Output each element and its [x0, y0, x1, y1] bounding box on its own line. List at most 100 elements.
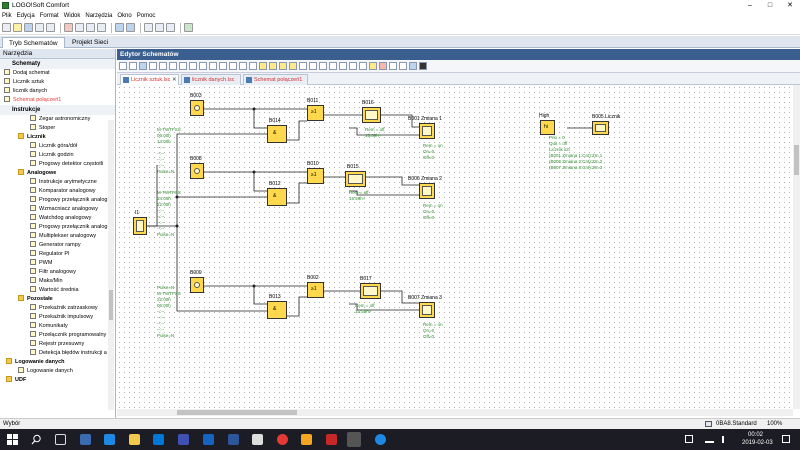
- tree-item[interactable]: Przekaźnik zatrzaskowy: [0, 304, 115, 313]
- simulation-icon[interactable]: [379, 62, 387, 70]
- scrollbar-thumb[interactable]: [794, 145, 799, 175]
- print-icon[interactable]: [35, 23, 44, 32]
- tab-schemat-polaczen[interactable]: Schemat połączeń1: [243, 74, 308, 85]
- report-icon[interactable]: [409, 62, 417, 70]
- tree-item[interactable]: Instrukcje arytmetyczne: [0, 178, 115, 187]
- page-2-icon[interactable]: [309, 62, 317, 70]
- save-icon[interactable]: [24, 23, 33, 32]
- minimize-button[interactable]: –: [748, 2, 752, 9]
- network-icon[interactable]: [705, 436, 714, 443]
- menu-item[interactable]: Widok: [63, 13, 81, 19]
- online-test-icon[interactable]: [166, 23, 175, 32]
- constants-tool-icon[interactable]: [139, 62, 147, 70]
- pen-icon[interactable]: [369, 62, 377, 70]
- distribute-icon[interactable]: [219, 62, 227, 70]
- menu-item[interactable]: Edycja: [16, 13, 35, 19]
- logo-to-pc-icon[interactable]: [155, 23, 164, 32]
- maximize-button[interactable]: □: [767, 2, 773, 9]
- align-bottom-icon[interactable]: [209, 62, 217, 70]
- canvas-horizontal-scrollbar[interactable]: [117, 409, 793, 416]
- text-tool-icon[interactable]: [149, 62, 157, 70]
- tree-item[interactable]: Progowy przełącznik analog: [0, 196, 115, 205]
- notifications-icon[interactable]: [782, 435, 790, 443]
- tree-item[interactable]: Komunikaty: [0, 322, 115, 331]
- scheme-item[interactable]: Schemat połączeń1: [0, 96, 115, 105]
- canvas-vertical-scrollbar[interactable]: [793, 85, 800, 409]
- tree-item[interactable]: Maks/Min: [0, 277, 115, 286]
- menu-item[interactable]: Okno: [117, 13, 132, 19]
- file-explorer-icon[interactable]: [129, 434, 140, 445]
- chrome-icon[interactable]: [277, 434, 288, 445]
- tree-folder[interactable]: UDF: [0, 376, 115, 385]
- menu-item[interactable]: Format: [39, 13, 59, 19]
- delete-icon[interactable]: [97, 23, 106, 32]
- clock-date[interactable]: 2019-02-03: [742, 440, 773, 446]
- tree-item[interactable]: Wzmacniacz analogowy: [0, 205, 115, 214]
- tree-item[interactable]: Multiplekser analogowy: [0, 232, 115, 241]
- scheme-item[interactable]: Licznik sztuk: [0, 78, 115, 87]
- select-tool-icon[interactable]: [119, 62, 127, 70]
- gf-block-icon[interactable]: [269, 62, 277, 70]
- close-button[interactable]: ✕: [787, 2, 793, 9]
- app-icon[interactable]: [375, 434, 386, 445]
- task-view-icon[interactable]: [55, 434, 66, 445]
- sort-icon[interactable]: [419, 62, 427, 70]
- block-b010[interactable]: ≥1: [307, 168, 324, 184]
- block-b007[interactable]: [419, 302, 435, 318]
- menu-item[interactable]: Pomoc: [136, 13, 156, 19]
- block-b013[interactable]: &: [267, 301, 287, 319]
- tree-item[interactable]: Zegar astronomiczny: [0, 115, 115, 124]
- align-right-icon[interactable]: [189, 62, 197, 70]
- print-preview-icon[interactable]: [46, 23, 55, 32]
- co-block-icon[interactable]: [259, 62, 267, 70]
- search-icon[interactable]: [31, 434, 42, 445]
- sf-block-icon[interactable]: [279, 62, 287, 70]
- undo-icon[interactable]: [229, 62, 237, 70]
- word-icon[interactable]: [228, 434, 239, 445]
- tree-folder[interactable]: Licznik: [0, 133, 115, 142]
- block-b017[interactable]: [360, 283, 381, 299]
- online-icon[interactable]: [389, 62, 397, 70]
- grid-icon[interactable]: [249, 62, 257, 70]
- redo-icon[interactable]: [239, 62, 247, 70]
- block-b001[interactable]: [419, 123, 435, 139]
- logo-soft-comfort-taskbar-icon[interactable]: [347, 432, 361, 447]
- tab-network-project[interactable]: Projekt Sieci: [72, 39, 109, 46]
- align-top-icon[interactable]: [199, 62, 207, 70]
- zoom-in-icon[interactable]: [339, 62, 347, 70]
- media-player-icon[interactable]: [252, 434, 263, 445]
- tree-item[interactable]: Komparator analogowy: [0, 187, 115, 196]
- volume-icon[interactable]: [722, 436, 730, 443]
- vlc-icon[interactable]: [301, 434, 312, 445]
- tree-item[interactable]: Rejestr przesuwny: [0, 340, 115, 349]
- people-icon[interactable]: [80, 434, 91, 445]
- align-center-icon[interactable]: [179, 62, 187, 70]
- block-b006[interactable]: [419, 183, 435, 199]
- block-b009[interactable]: [190, 277, 204, 293]
- zoom-out-icon[interactable]: [349, 62, 357, 70]
- block-b016[interactable]: [362, 107, 381, 123]
- tree-item[interactable]: Przełącznik programowalny: [0, 331, 115, 340]
- connect-tool-icon[interactable]: [129, 62, 137, 70]
- scheme-item[interactable]: Dodaj schemat: [0, 69, 115, 78]
- page-3-icon[interactable]: [319, 62, 327, 70]
- scheme-item[interactable]: licznik danych: [0, 87, 115, 96]
- tab-schematic-mode[interactable]: Tryb Schematów: [2, 37, 65, 48]
- block-b003[interactable]: [190, 100, 204, 116]
- block-b012[interactable]: &: [267, 188, 287, 206]
- tree-item[interactable]: PWM: [0, 259, 115, 268]
- instructions-section-header[interactable]: Instrukcje: [0, 105, 115, 115]
- tab-close-icon[interactable]: ✕: [171, 77, 177, 83]
- tree-item[interactable]: Licznik godzin: [0, 151, 115, 160]
- page-4-icon[interactable]: [329, 62, 337, 70]
- tree-item[interactable]: Regulator PI: [0, 250, 115, 259]
- tree-item[interactable]: Przekaźnik impulsowy: [0, 313, 115, 322]
- tree-item[interactable]: Logowanie danych: [0, 367, 115, 376]
- block-b008[interactable]: [190, 163, 204, 179]
- schemes-section-header[interactable]: Schematy: [0, 59, 115, 69]
- cut-connector-icon[interactable]: [159, 62, 167, 70]
- block-b011[interactable]: ≥1: [307, 105, 324, 121]
- tree-item[interactable]: Progowy detektor częstotli: [0, 160, 115, 169]
- tree-folder[interactable]: Logowanie danych: [0, 358, 115, 367]
- clock-time[interactable]: 00:02: [748, 432, 764, 438]
